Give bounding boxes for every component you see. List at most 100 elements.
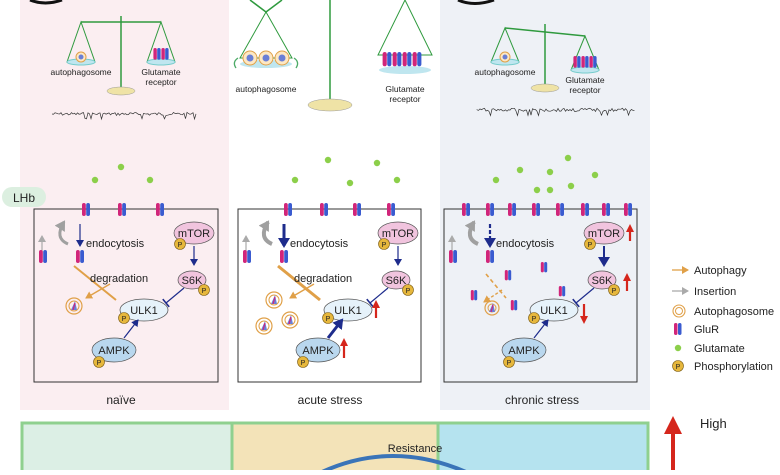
acute-balance-autophagosome-cargo [278, 54, 286, 62]
glur-subunit-blue [585, 203, 589, 216]
balance-right-pan [570, 66, 600, 74]
acute-glutamate [324, 156, 332, 164]
chronic-trace [476, 107, 635, 117]
ulk1-p-circle-icon [528, 312, 540, 324]
mtor-p-circle-icon [174, 238, 186, 250]
mtor-label: mTOR [588, 228, 620, 240]
autophagy-dashed-arrow [483, 289, 503, 303]
intracellular-glur [486, 250, 494, 263]
resistance-curve [321, 454, 467, 474]
glur-subunit-magenta [532, 203, 536, 216]
acute-left-label: autophagosome [236, 84, 297, 94]
glur-subunit-blue [606, 203, 610, 216]
glur-subunit-magenta [558, 286, 562, 297]
phospho-p-label: P [97, 360, 102, 367]
balance-left-label: autophagosome [475, 67, 536, 77]
glur-subunit-magenta [504, 270, 508, 281]
acute-balance-glur [382, 52, 392, 67]
legend-label-phosphorylation: Phosphorylation [694, 361, 773, 373]
glur-subunit-blue [86, 203, 90, 216]
s6k-inhibits-ulk1-bar [162, 298, 170, 308]
ulk1-label: ULK1 [540, 305, 568, 317]
s6k-inhibits-ulk1 [575, 287, 595, 304]
balance-right-label-2: receptor [569, 85, 600, 95]
glur-subunit-magenta [284, 203, 288, 216]
balance-beam [504, 27, 586, 37]
acute-caption: acute stress [298, 393, 363, 407]
naive-glutamate [146, 176, 154, 184]
ampk-shape [295, 337, 341, 363]
intracellular-glur [449, 250, 457, 263]
curl-mark [457, 0, 495, 5]
ampk-up-arrow-head [340, 338, 348, 346]
autophagosome-inner-ring [258, 320, 270, 332]
autophagosome-inner-ring [284, 314, 296, 326]
phospho-p-label: P [301, 360, 306, 367]
balance-right-label-2: receptor [145, 77, 176, 87]
legend-label-glutamate: Glutamate [694, 343, 745, 355]
acute-glutamate [291, 176, 299, 184]
ulk1-p-circle-icon [322, 312, 334, 324]
glur-subunit-magenta [76, 250, 80, 263]
ampk-label: AMPK [508, 345, 540, 357]
degradation-path [277, 264, 321, 302]
ampk-p-circle-icon [503, 356, 515, 368]
glur-subunit-magenta [556, 203, 560, 216]
autophagy-arrow [289, 283, 315, 299]
s6k-inhibits-ulk1 [165, 287, 185, 304]
phospho-p-label: P [202, 288, 207, 295]
floating-glur [504, 270, 512, 281]
glur-subunit-blue [453, 250, 457, 263]
glur-subunit-magenta [412, 52, 417, 67]
glur-subunit-blue [466, 203, 470, 216]
endocytosis-curl-arrow [464, 220, 479, 246]
glur-subunit-magenta [449, 250, 453, 263]
legend-label-glur: GluR [694, 324, 719, 336]
receptor-icon [674, 323, 678, 335]
phospho-p-label: P [532, 316, 537, 323]
phospho-p-label: P [507, 360, 512, 367]
glur-subunit-magenta [462, 203, 466, 216]
glur-subunit-blue [157, 48, 161, 60]
phospho-p-label: P [406, 288, 411, 295]
glur-subunit-blue [508, 270, 512, 281]
s6k-up-arrow-head [623, 273, 631, 281]
ampk-p-circle-icon [93, 356, 105, 368]
glur-subunit-blue [544, 262, 548, 273]
chronic-glutamate [564, 154, 572, 162]
naive-caption: naïve [106, 393, 136, 407]
high-arrow-head [664, 416, 682, 434]
autophagosome-cargo-line [490, 304, 494, 313]
phospho-p-label: P [122, 316, 127, 323]
naive-membrane-glur [82, 203, 90, 216]
glur-subunit-magenta [540, 262, 544, 273]
acute-glutamate [346, 179, 354, 187]
glur-subunit-magenta [82, 203, 86, 216]
chronic-membrane-glur [508, 203, 516, 216]
glur-subunit-blue [407, 52, 412, 67]
endocytosis-curl-arrow [54, 220, 69, 246]
glur-subunit-magenta [573, 56, 577, 68]
legend: AutophagyInsertionAutophagosomeGluRGluta… [672, 265, 774, 373]
glur-subunit-blue [514, 300, 518, 311]
glur-subunit-magenta [486, 203, 490, 216]
intracellular-glur [39, 250, 47, 263]
naive-trace [51, 111, 197, 121]
balance-right-label-1: Glutamate [565, 75, 604, 85]
acute-membrane-glur [320, 203, 328, 216]
autophagosome-cargo-line [72, 302, 76, 311]
ulk1-p-circle-icon [118, 312, 130, 324]
mtor-label: mTOR [178, 228, 210, 240]
ulk1-label: ULK1 [334, 305, 362, 317]
acute-membrane-glur [387, 203, 395, 216]
glur-subunit-blue [490, 203, 494, 216]
glur-subunit-magenta [581, 56, 585, 68]
chronic-membrane-glur [462, 203, 470, 216]
double-ring-icon [672, 304, 686, 318]
legend-label-autophagy: Autophagy [694, 265, 747, 277]
floating-glur [558, 286, 566, 297]
glur-subunit-blue [387, 52, 392, 67]
chronic-membrane-glur [556, 203, 564, 216]
